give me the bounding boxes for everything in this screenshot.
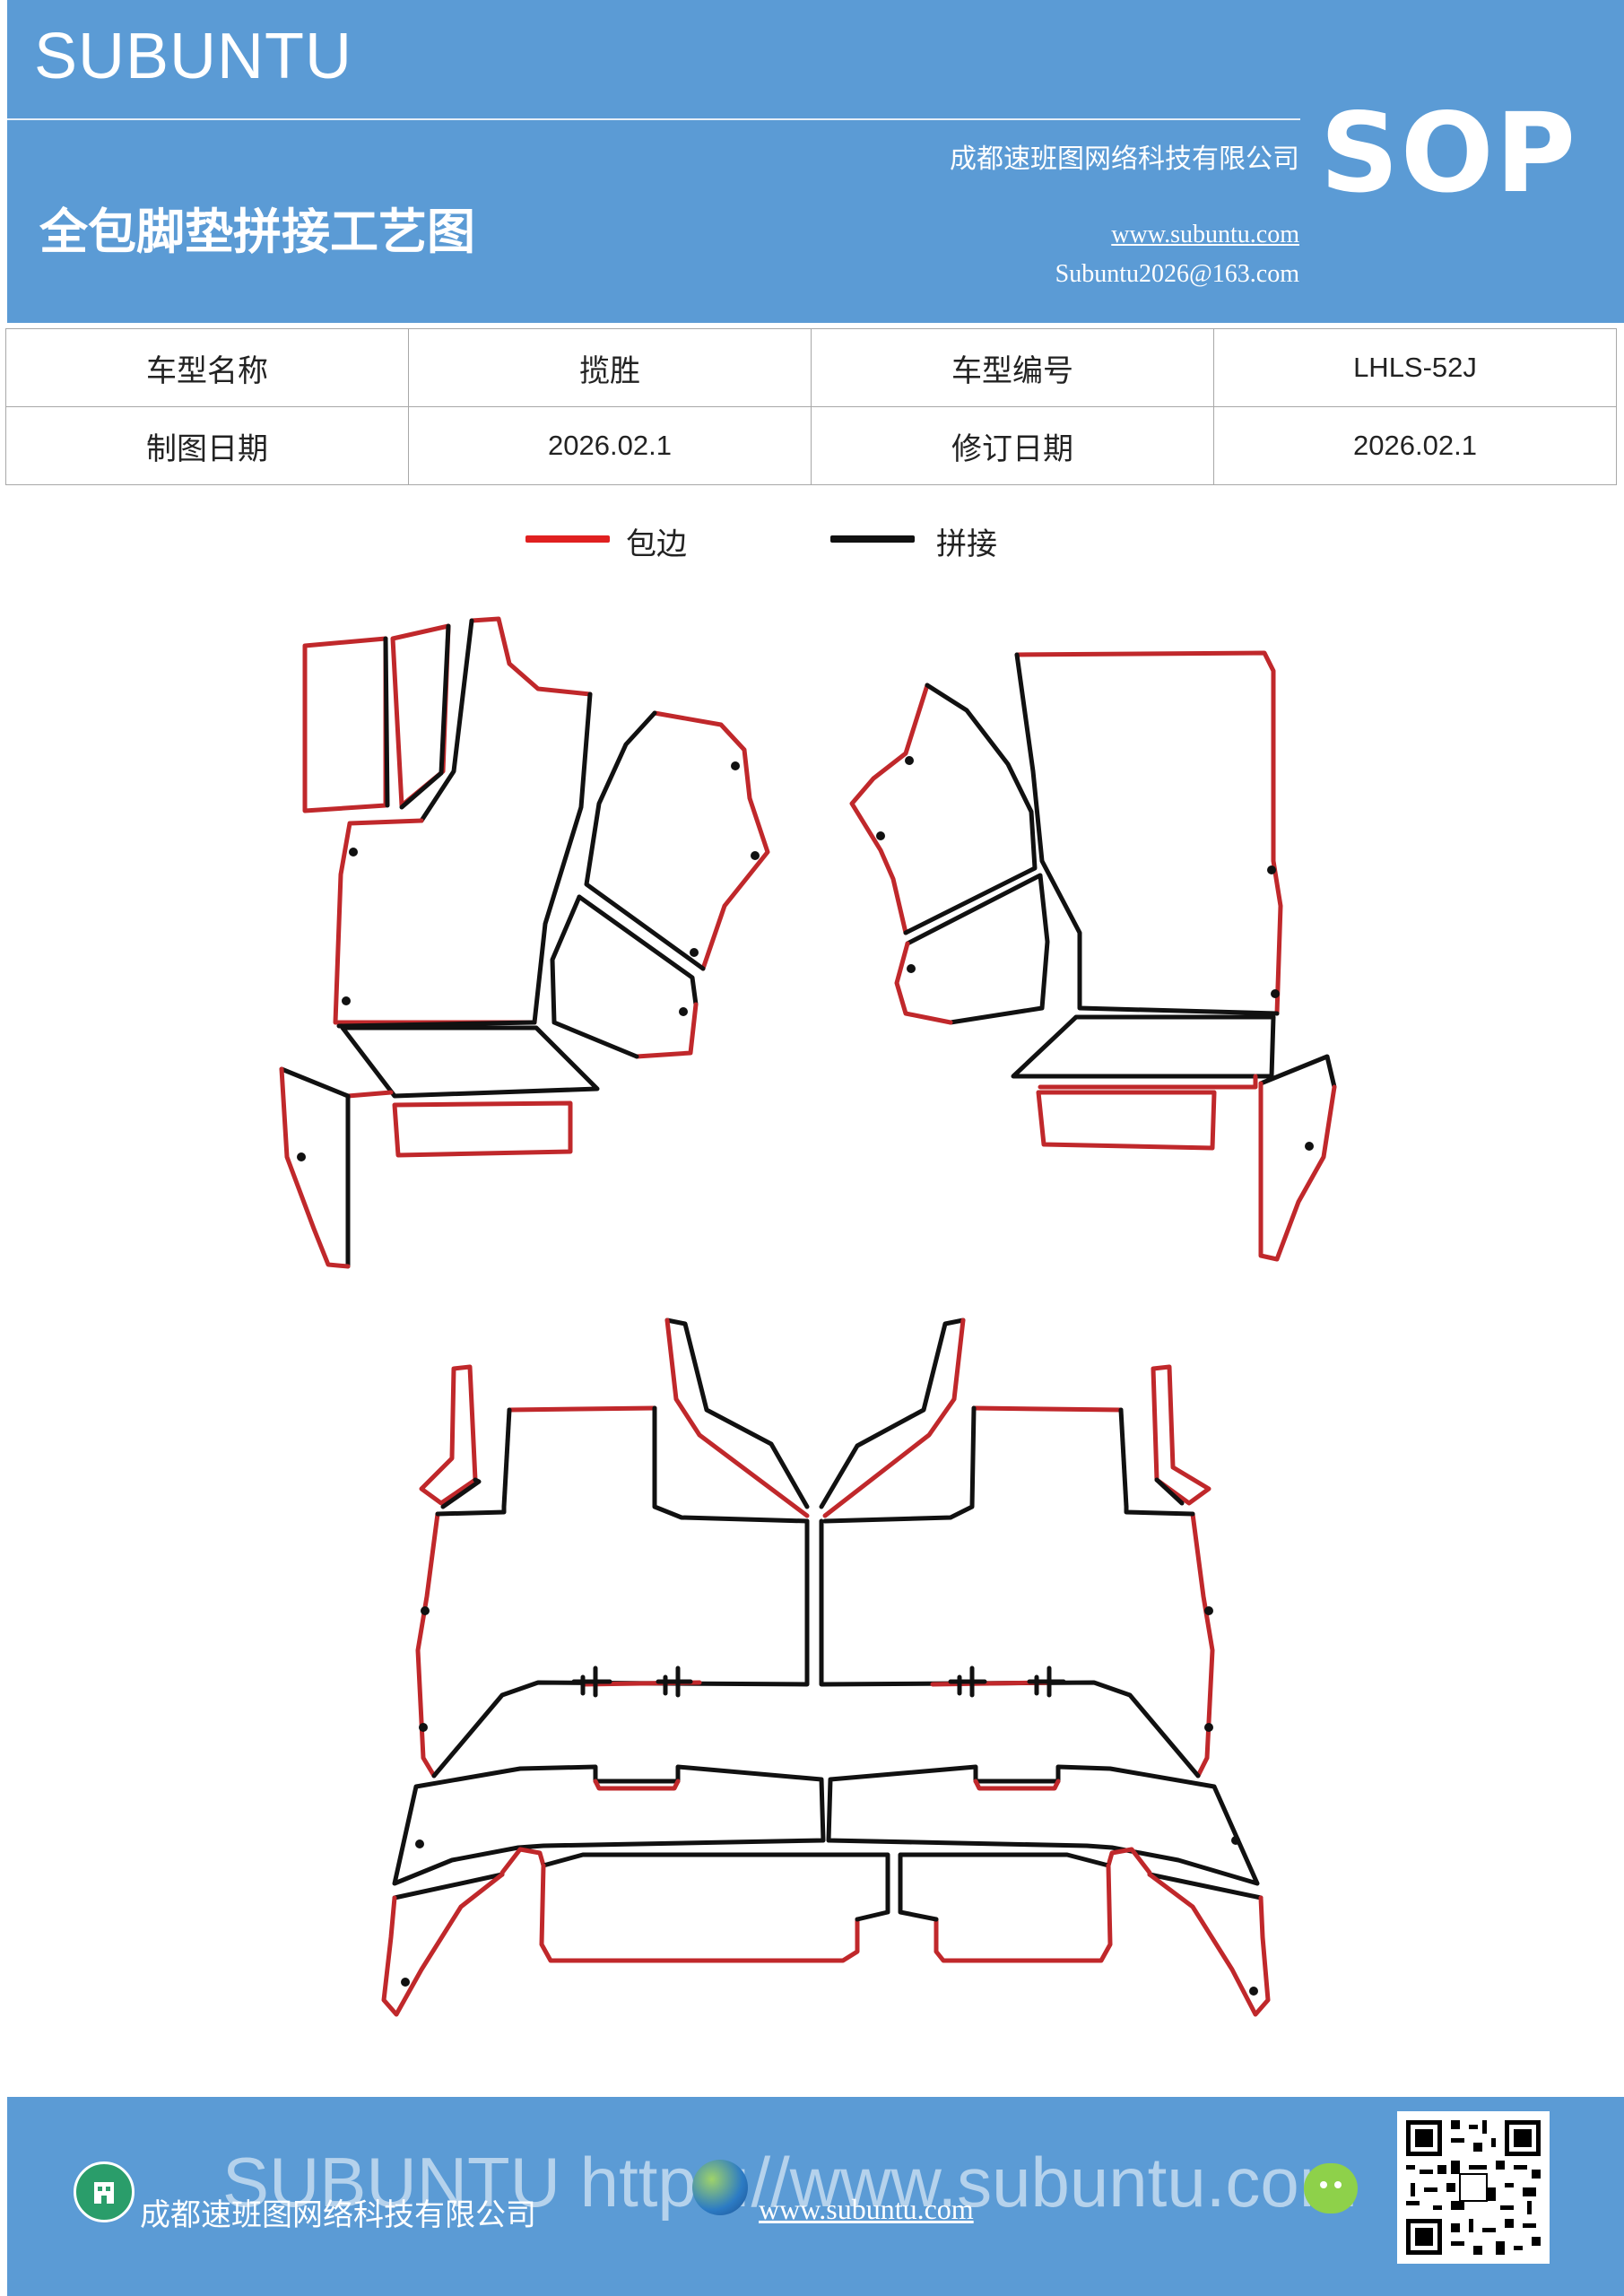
value-model-code: LHLS-52J	[1213, 328, 1617, 407]
table-row: 车型名称 揽胜 车型编号 LHLS-52J	[5, 328, 1617, 407]
front-right-mat	[849, 650, 1337, 1262]
fixing-holes	[297, 756, 1314, 1996]
front-left-mat	[279, 616, 770, 1269]
floor-mat-diagram	[279, 616, 1337, 2017]
document-title: 全包脚垫拼接工艺图	[39, 204, 475, 260]
label-model-code: 车型编号	[811, 328, 1214, 407]
value-model-name: 揽胜	[408, 328, 812, 407]
table-row: 制图日期 2026.02.1 修订日期 2026.02.1	[5, 406, 1617, 485]
legend-swatch-binding	[525, 535, 610, 543]
footer-website-link[interactable]: www.subuntu.com	[759, 2193, 974, 2225]
header-email: Subuntu2026@163.com	[1055, 260, 1299, 288]
header-website-link[interactable]: www.subuntu.com	[1111, 221, 1299, 248]
sop-badge: SOP	[1320, 90, 1577, 217]
wechat-icon	[1304, 2163, 1358, 2213]
label-model-name: 车型名称	[5, 328, 409, 407]
building-icon	[74, 2161, 135, 2222]
legend-swatch-seam	[830, 535, 915, 543]
label-drawing-date: 制图日期	[5, 406, 409, 485]
legend-label-seam: 拼接	[936, 526, 997, 562]
rear-left-mat	[381, 1318, 890, 2017]
value-revision-date: 2026.02.1	[1213, 406, 1617, 485]
legend: 包边 拼接	[0, 516, 1624, 570]
header-company: 成都速班图网络科技有限公司	[950, 144, 1299, 175]
footer-company: 成都速班图网络科技有限公司	[140, 2197, 536, 2233]
header-divider	[7, 118, 1300, 120]
value-drawing-date: 2026.02.1	[408, 406, 812, 485]
rear-right-mat	[819, 1318, 1271, 2017]
footer-watermark-url: SUBUNTU https://www.subuntu.com	[222, 2143, 1358, 2222]
info-table: 车型名称 揽胜 车型编号 LHLS-52J 制图日期 2026.02.1 修订日…	[5, 328, 1617, 485]
label-revision-date: 修订日期	[811, 406, 1214, 485]
brand-name: SUBUNTU	[34, 21, 353, 92]
legend-label-binding: 包边	[626, 526, 687, 562]
globe-icon	[692, 2160, 748, 2215]
qr-code	[1397, 2111, 1550, 2264]
header-banner: SUBUNTU 成都速班图网络科技有限公司 全包脚垫拼接工艺图 www.subu…	[7, 0, 1624, 323]
